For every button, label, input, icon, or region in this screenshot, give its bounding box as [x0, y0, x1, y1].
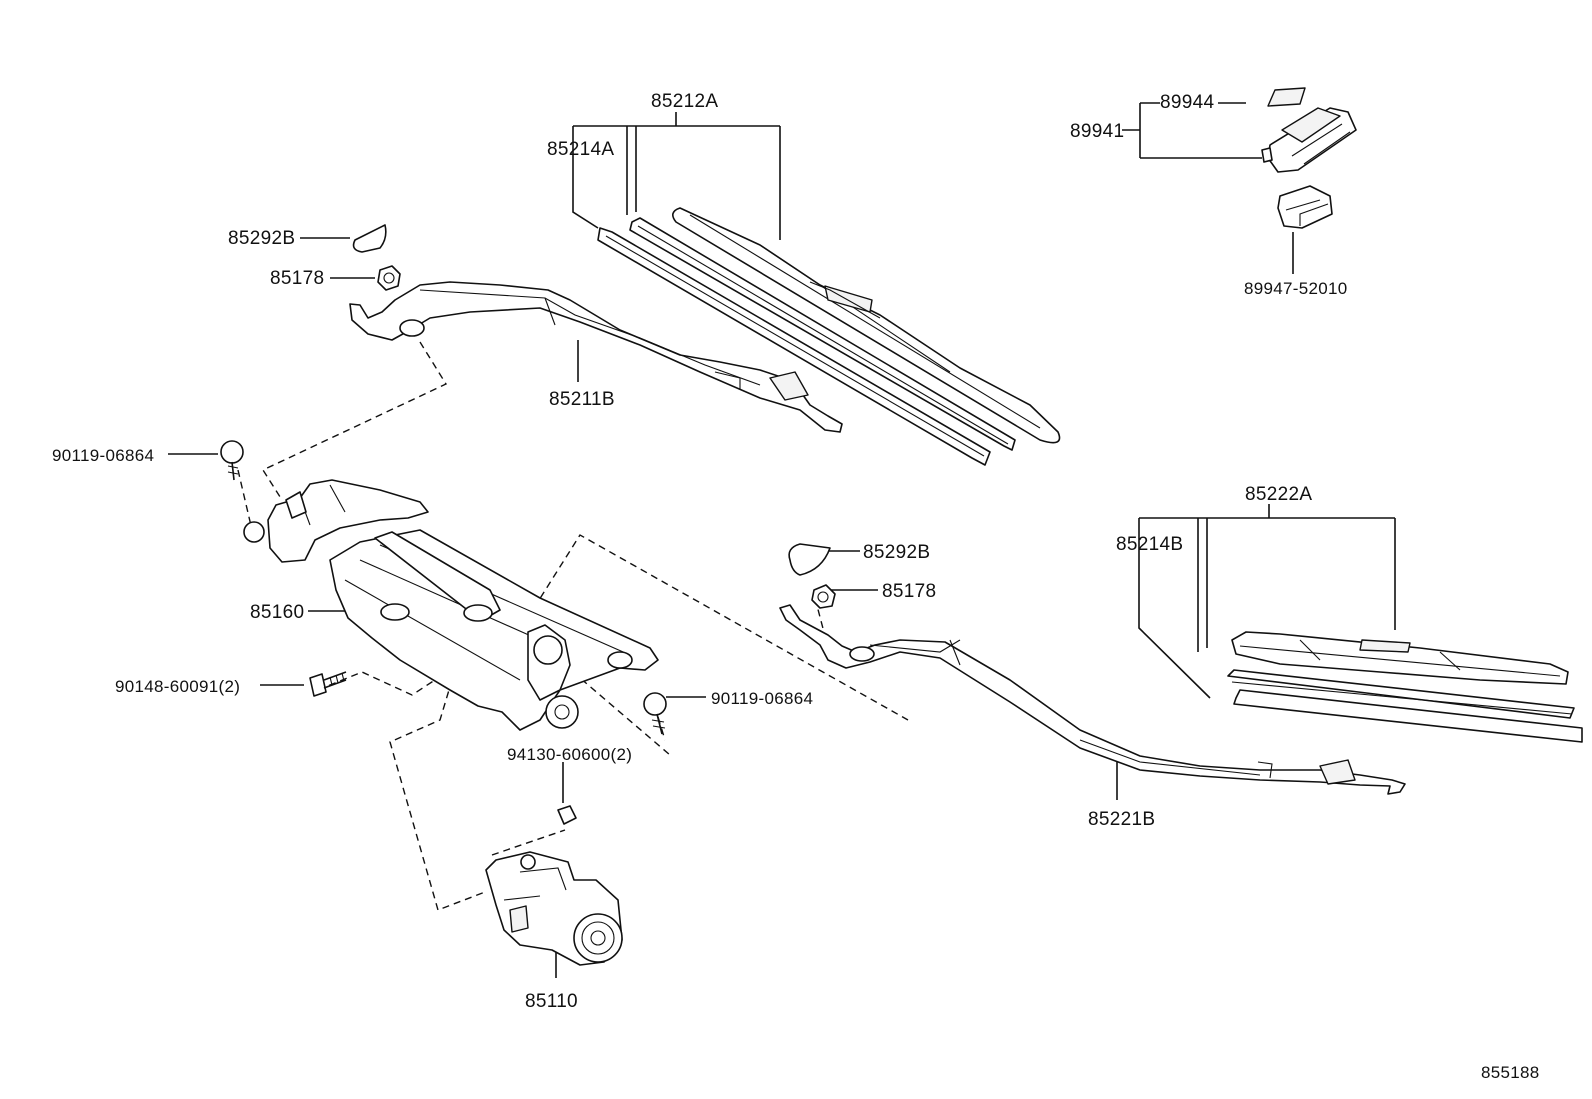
bolt-90119-mid	[643, 692, 667, 735]
assembly-dashed-lines	[237, 341, 909, 911]
part-label-90148: 90148-60091(2)	[115, 677, 241, 696]
wiper-arm-85211B	[349, 281, 843, 433]
part-label-85292B-right: 85292B	[863, 542, 931, 563]
nut-85178-right	[811, 584, 836, 609]
part-label-90119-left: 90119-06864	[52, 446, 155, 465]
part-label-85211B: 85211B	[549, 389, 615, 410]
part-label-89944: 89944	[1160, 92, 1215, 113]
wiper-motor-85110	[485, 851, 623, 966]
bolt-90119-left	[220, 440, 244, 481]
wiper-link-85160	[243, 479, 659, 731]
wiper-blade-85222A	[1227, 631, 1583, 743]
wiper-blade-85212A	[597, 207, 1061, 466]
part-label-89947: 89947-52010	[1244, 279, 1348, 298]
leader-lines	[168, 102, 1396, 978]
figure-code: 855188	[1481, 1063, 1540, 1082]
part-label-85212A: 85212A	[651, 91, 719, 112]
clip-89941	[1261, 107, 1357, 173]
part-label-85178-right: 85178	[882, 581, 937, 602]
cap-85292B-top	[352, 224, 387, 253]
part-label-85110: 85110	[525, 991, 578, 1012]
nut-85178-top	[377, 265, 401, 291]
part-label-85221B: 85221B	[1088, 809, 1156, 830]
part-label-89941: 89941	[1070, 121, 1125, 142]
clip-89944	[1267, 87, 1306, 107]
cap-85292B-right	[788, 543, 831, 576]
part-label-85214B: 85214B	[1116, 534, 1184, 555]
part-label-85292B-top: 85292B	[228, 228, 296, 249]
wiper-arm-85221B	[779, 604, 1406, 795]
part-label-85222A: 85222A	[1245, 484, 1313, 505]
part-label-94130: 94130-60600(2)	[507, 745, 633, 764]
part-label-85214A: 85214A	[547, 139, 615, 160]
part-label-85178-top: 85178	[270, 268, 325, 289]
nut-94130	[557, 805, 577, 825]
part-label-90119-mid: 90119-06864	[711, 689, 814, 708]
clip-89947	[1277, 185, 1333, 229]
bolt-90148	[309, 671, 347, 697]
part-label-85160: 85160	[250, 602, 305, 623]
